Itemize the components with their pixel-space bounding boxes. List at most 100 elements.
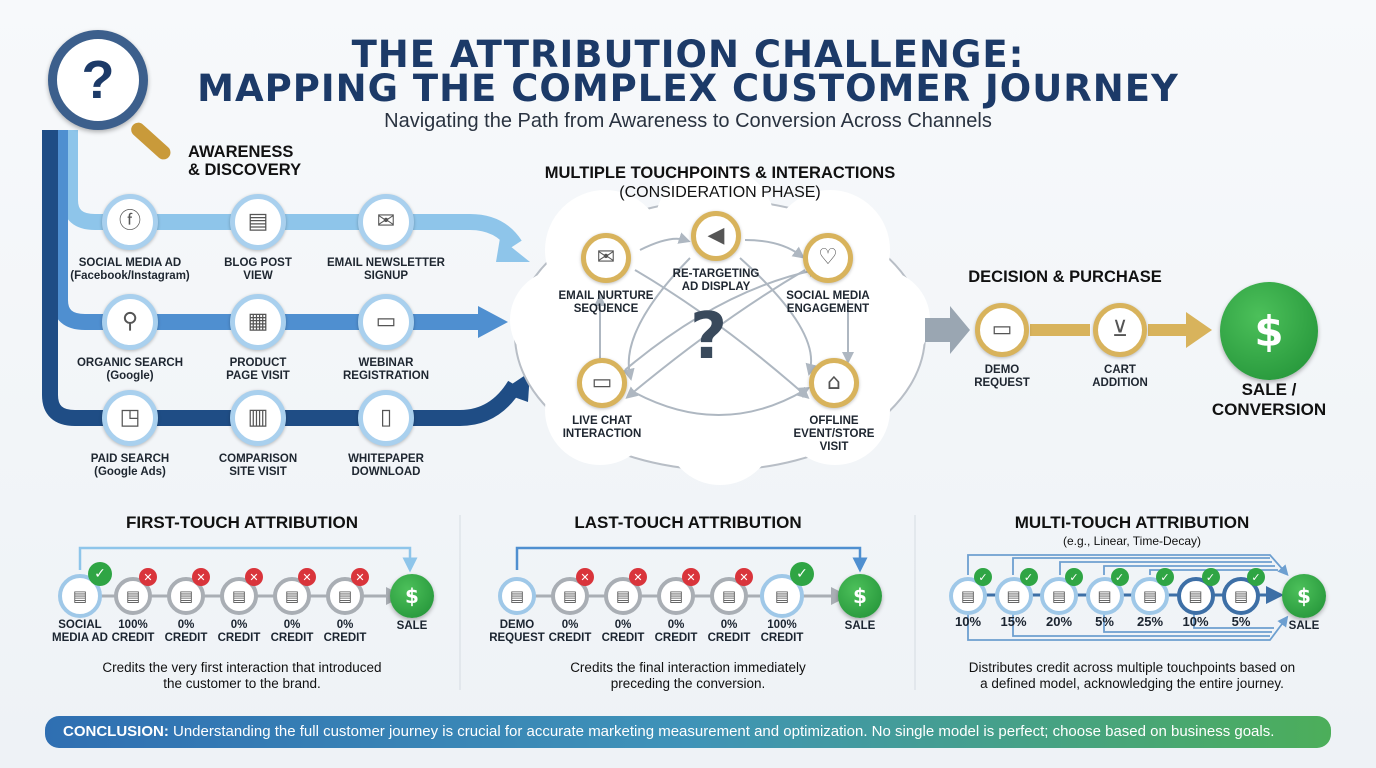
check-badge-icon: ✓ [790, 562, 814, 586]
check-badge-icon: ✓ [1019, 568, 1038, 586]
compare-page-icon: ▥ [247, 405, 269, 430]
model-touchpoint-node[interactable]: ▤ [949, 577, 987, 615]
facebook-browser-icon: ⓕ [118, 209, 141, 234]
check-badge-icon: ✓ [1201, 568, 1220, 586]
touchpoint-label-line1: EMAIL NEWSLETTER [327, 257, 445, 269]
sale-label: SALE [844, 620, 876, 632]
model-touchpoint-node[interactable]: ▤ [710, 577, 748, 615]
sale-conversion-icon: $ [1220, 282, 1318, 380]
x-badge-icon: ✕ [629, 568, 647, 586]
model-node-label: 100%CREDIT [752, 619, 812, 645]
consideration-label-line: AD DISPLAY [681, 281, 751, 293]
touchpoint-node[interactable]: ◳ [102, 390, 158, 446]
model-node-label-line1: 0% [177, 619, 195, 631]
consideration-node[interactable]: ◀ [691, 211, 741, 261]
envelope-icon: ✉ [376, 209, 396, 234]
consideration-node[interactable]: ⌂ [809, 358, 859, 408]
model-description-line2: preceding the conversion. [610, 676, 766, 691]
touchpoint-label-line1: WHITEPAPER [348, 453, 424, 465]
touchpoint-label-line1: BLOG POST [224, 257, 292, 269]
question-mark: ? [81, 50, 115, 110]
touchpoint-node[interactable]: ⓕ [102, 194, 158, 250]
touchpoint-label-line1: COMPARISON [218, 453, 298, 465]
lane-mid [52, 130, 480, 330]
consideration-title: MULTIPLE TOUCHPOINTS & INTERACTIONS (CON… [520, 163, 920, 203]
model-touchpoint-node[interactable]: ▤ [167, 577, 205, 615]
model-touchpoint-node[interactable]: ▤ [1222, 577, 1260, 615]
model-touchpoint-node[interactable]: ▤ [1176, 577, 1215, 615]
title-line-1: THE ATTRIBUTION CHALLENGE: [351, 33, 1025, 76]
decision-step-node[interactable]: ▭ [975, 303, 1029, 357]
lane-light [62, 130, 522, 250]
storefront-icon: ⌂ [827, 370, 841, 395]
model-title: FIRST-TOUCH ATTRIBUTION [126, 513, 358, 532]
consideration-label-line: SEQUENCE [573, 303, 639, 315]
awareness-title: AWARENESS & DISCOVERY [188, 143, 301, 179]
model-node-label: 10% [1166, 615, 1226, 628]
touchpoint-label-line1: PRODUCT [229, 357, 287, 369]
model-node-label: 20% [1029, 615, 1089, 628]
x-badge-icon: ✕ [682, 568, 700, 586]
consideration-label-line: SOCIAL MEDIA [786, 290, 870, 302]
model-node-label-line2: CREDIT [601, 632, 645, 644]
cart-icon: ⊻ [1111, 317, 1129, 342]
touchpoint-node[interactable]: ▯ [358, 390, 414, 446]
touchpoint-label-line2: (Facebook/Instagram) [70, 270, 190, 282]
consideration-node[interactable]: ♡ [803, 233, 853, 283]
decision-step-node[interactable]: ⊻ [1093, 303, 1147, 357]
touchpoint-node[interactable]: ▦ [230, 294, 286, 350]
sale-icon: $ [390, 574, 434, 618]
touchpoint-node[interactable]: ▭ [358, 294, 414, 350]
model-node-label-line2: CREDIT [270, 632, 314, 644]
touchpoint-label-line1: SOCIAL MEDIA AD [78, 257, 182, 269]
subtitle: Navigating the Path from Awareness to Co… [384, 110, 992, 132]
model-node-label-line2: CREDIT [548, 632, 592, 644]
model-node-label-line1: 25% [1136, 614, 1164, 629]
magnifier-icon: ⚲ [121, 309, 139, 334]
model-touchpoint-node[interactable]: ▤ [498, 577, 536, 615]
touchpoint-node[interactable]: ▥ [230, 390, 286, 446]
laptop-icon: ▭ [991, 317, 1013, 342]
touchpoint-label-line2: (Google Ads) [94, 466, 166, 478]
consideration-label-line: VISIT [819, 441, 849, 453]
consideration-title-text: MULTIPLE TOUCHPOINTS & INTERACTIONS [544, 164, 896, 182]
model-description: Credits the very first interaction that … [42, 660, 442, 692]
x-badge-icon: ✕ [192, 568, 210, 586]
touchpoint-label-line2: (Google) [106, 370, 154, 382]
touchpoint-node[interactable]: ✉ [358, 194, 414, 250]
model-node-label-line2: CREDIT [111, 632, 155, 644]
model-description: Credits the final interaction immediatel… [488, 660, 888, 692]
check-badge-icon: ✓ [88, 562, 112, 586]
touchpoint-node[interactable]: ▤ [230, 194, 286, 250]
touchpoint-label-line2: SIGNUP [363, 270, 409, 282]
model-node-label: 5% [1211, 615, 1271, 628]
model-node-label: 15% [984, 615, 1044, 628]
consideration-label-line: RE-TARGETING [672, 268, 760, 280]
sale-icon: $ [1282, 574, 1326, 618]
model-node-label: 0%CREDIT [646, 619, 706, 645]
x-badge-icon: ✕ [245, 568, 263, 586]
model-node-label: 0%CREDIT [156, 619, 216, 645]
check-badge-icon: ✓ [1110, 568, 1129, 586]
decision-label-line1: CART [1104, 364, 1136, 376]
model-touchpoint-node[interactable]: ▤ [220, 577, 258, 615]
model-node-label-line2: MEDIA AD [51, 632, 108, 644]
model-node-label-line1: 5% [1231, 614, 1251, 629]
consideration-label-line: EVENT/STORE [793, 428, 875, 440]
touchpoint-node[interactable]: ⚲ [102, 294, 158, 350]
consideration-node[interactable]: ▭ [577, 358, 627, 408]
check-badge-icon: ✓ [1065, 568, 1083, 586]
consideration-node[interactable]: ✉ [581, 233, 631, 283]
consideration-label-line: LIVE CHAT [572, 415, 632, 427]
model-node-label: 0%CREDIT [262, 619, 322, 645]
model-node-label: 0%CREDIT [209, 619, 269, 645]
model-description: Distributes credit across multiple touch… [932, 660, 1332, 692]
model-description-line1: Credits the final interaction immediatel… [570, 660, 806, 675]
touchpoint-label-line2: VIEW [243, 270, 273, 282]
